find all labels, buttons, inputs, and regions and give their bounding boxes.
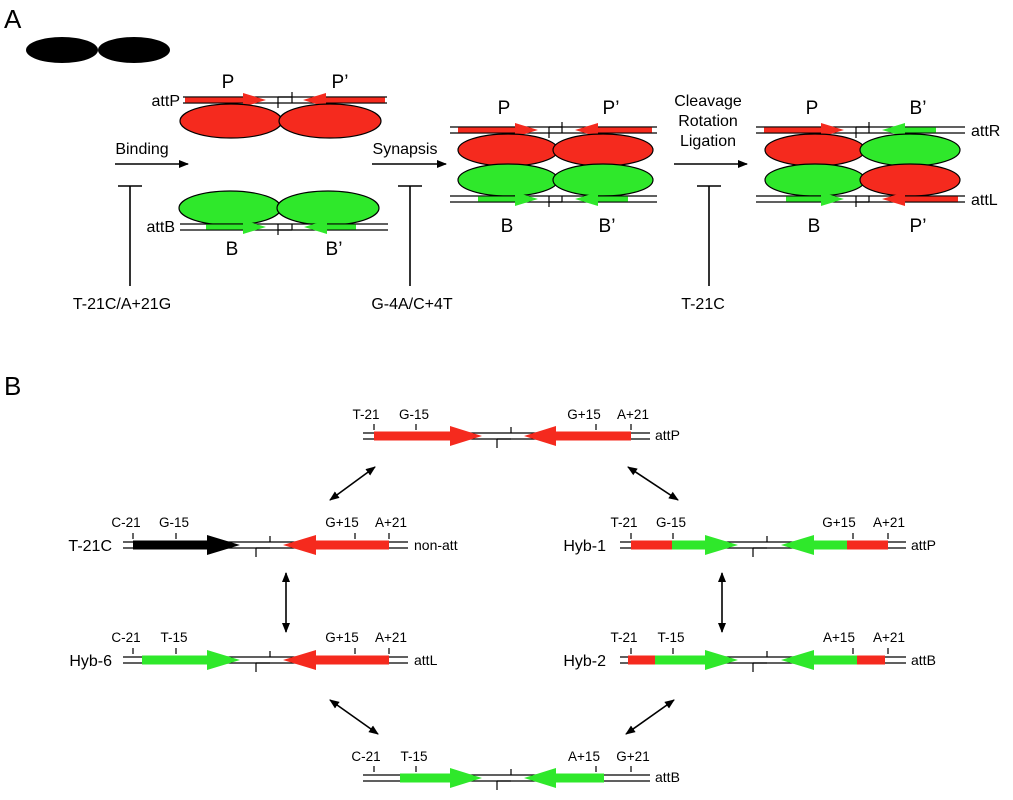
attp-dna [183, 92, 387, 108]
synapse-bottom-dna [450, 192, 657, 207]
bottom-tick-3: A+15 [568, 749, 600, 764]
attb-label: attB [147, 219, 175, 236]
t21c-name-label: T-21C [68, 538, 112, 555]
p-prime-label: P’ [332, 72, 349, 93]
inhibitor-3-label: T-21C [681, 296, 725, 313]
inhibitor-2-label: G-4A/C+4T [371, 296, 453, 313]
top-tick-2: G-15 [399, 407, 429, 422]
synapsis-label: Synapsis [373, 141, 438, 158]
inhibitor-1-label: T-21C/A+21G [73, 296, 171, 313]
attl-label: attL [971, 192, 998, 209]
site-hyb6: C-21 T-15 G+15 A+21 Hyb-6 attL [69, 630, 438, 672]
top-tick-3: G+15 [567, 407, 600, 422]
attr-b-prime-label: B’ [910, 98, 927, 119]
hyb2-tick-4: A+21 [873, 630, 905, 645]
hyb2-tick-2: T-15 [657, 630, 684, 645]
arrow-top-to-t21c [329, 466, 376, 501]
hyb1-tick-2: G-15 [656, 515, 686, 530]
hyb6-name-label: Hyb-6 [69, 653, 112, 670]
panel-b-label: B [4, 371, 21, 401]
step-cleavage-label: Cleavage [674, 93, 742, 110]
attl-p-prime-label: P’ [910, 216, 927, 237]
site-bottom-attb: C-21 T-15 A+15 G+21 attB [351, 749, 680, 790]
synaptic-complex: P P’ B B’ [450, 98, 657, 237]
hyb2-site-label: attB [911, 652, 936, 668]
synapse-b-prime-label: B’ [599, 216, 616, 237]
attb-dna [180, 220, 388, 235]
hyb6-site-label: attL [414, 652, 438, 668]
t21c-tick-4: A+21 [375, 515, 407, 530]
synapse-b-label: B [501, 216, 514, 237]
binding-inhibitor-bar [118, 185, 142, 286]
hyb6-tick-2: T-15 [160, 630, 187, 645]
hyb1-name-label: Hyb-1 [563, 538, 606, 555]
step-ligation-label: Ligation [680, 133, 736, 150]
hyb1-site-label: attP [911, 537, 936, 553]
bottom-tick-1: C-21 [351, 749, 380, 764]
arrow-hyb2-to-bottom [625, 699, 675, 735]
hyb2-tick-3: A+15 [823, 630, 855, 645]
attr-dna [756, 122, 965, 138]
recombination-inhibitor-bar [697, 185, 721, 286]
p-label: P [222, 72, 235, 93]
site-hyb1: T-21 G-15 G+15 A+21 Hyb-1 attP [563, 515, 936, 557]
hyb6-tick-3: G+15 [325, 630, 358, 645]
synapsis-inhibitor-bar [398, 185, 422, 286]
attb-complex: attB B B’ [147, 190, 388, 260]
bottom-tick-4: G+21 [616, 749, 649, 764]
b-label: B [226, 239, 239, 260]
bottom-tick-2: T-15 [400, 749, 427, 764]
site-t21c: C-21 G-15 G+15 A+21 T-21C non-att [68, 515, 458, 557]
b-prime-label: B’ [326, 239, 343, 260]
top-tick-1: T-21 [352, 407, 379, 422]
arrow-hyb6-to-bottom [329, 699, 379, 735]
synapse-p-label: P [498, 98, 511, 119]
attr-label: attR [971, 123, 1000, 140]
attl-b-label: B [808, 216, 821, 237]
hyb2-tick-1: T-21 [610, 630, 637, 645]
synapse-p-prime-label: P’ [603, 98, 620, 119]
attr-p-label: P [806, 98, 819, 119]
bottom-site-label: attB [655, 769, 680, 785]
product-complex: P B’ B P’ attR attL [756, 98, 1000, 237]
hyb1-tick-3: G+15 [822, 515, 855, 530]
site-hyb2: T-21 T-15 A+15 A+21 Hyb-2 attB [563, 630, 936, 672]
hyb6-tick-1: C-21 [111, 630, 140, 645]
hyb2-name-label: Hyb-2 [563, 653, 606, 670]
top-site-label: attP [655, 427, 680, 443]
top-tick-4: A+21 [617, 407, 649, 422]
t21c-tick-2: G-15 [159, 515, 189, 530]
site-top-attp: T-21 G-15 G+15 A+21 attP [352, 407, 680, 448]
t21c-tick-1: C-21 [111, 515, 140, 530]
t21c-tick-3: G+15 [325, 515, 358, 530]
attp-complex: P P’ attP [152, 72, 387, 139]
arrow-top-to-hyb1 [627, 466, 679, 501]
step-rotation-label: Rotation [678, 113, 738, 130]
hyb1-tick-4: A+21 [873, 515, 905, 530]
t21c-site-label: non-att [414, 537, 458, 553]
attl-dna [756, 192, 965, 207]
synapse-top-dna [450, 122, 657, 138]
panel-a-label: A [4, 4, 22, 34]
binding-label: Binding [115, 141, 168, 158]
hyb6-tick-4: A+21 [375, 630, 407, 645]
integrase-dimer-icon [26, 37, 170, 63]
hyb1-tick-1: T-21 [610, 515, 637, 530]
attp-label: attP [152, 93, 180, 110]
